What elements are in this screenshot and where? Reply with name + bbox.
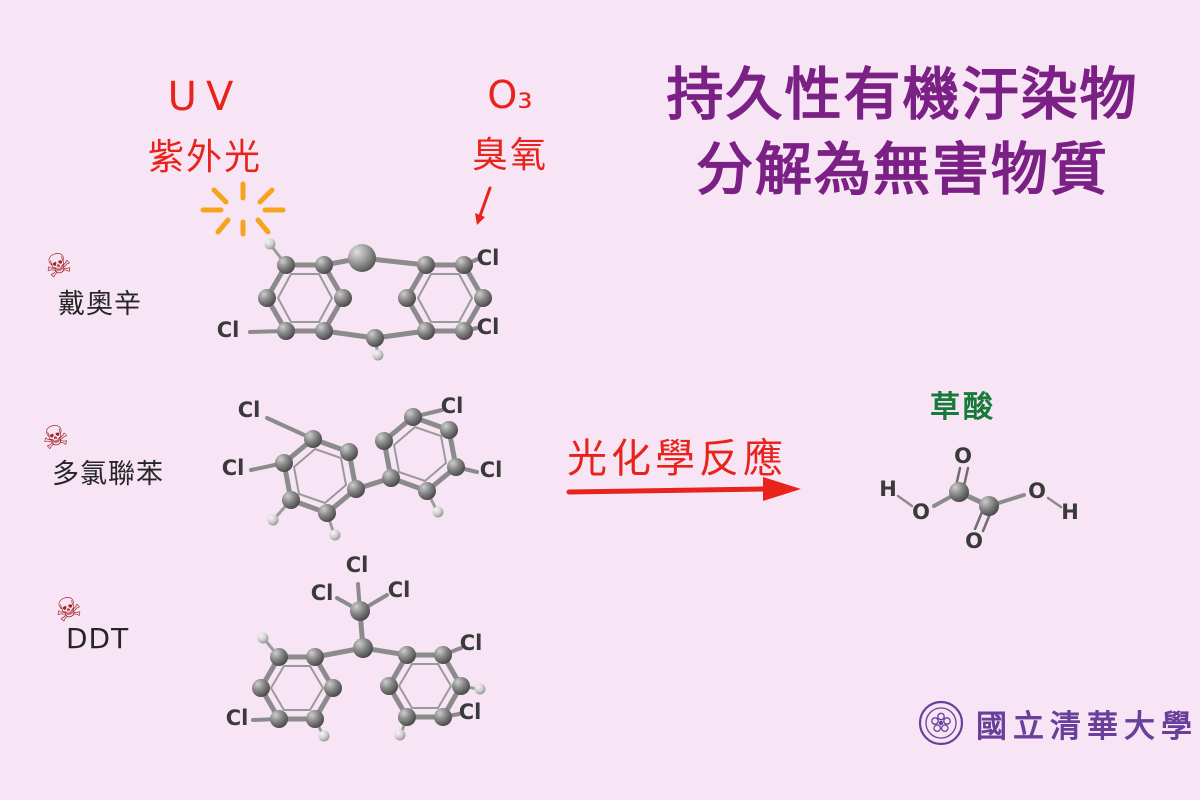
page-title: 持久性有機汙染物 分解為無害物質 [615,58,1190,208]
cl-label: Cl [441,394,464,418]
dioxin-molecule: Cl Cl Cl [217,238,500,361]
pcb-molecule: Cl Cl Cl Cl [222,394,503,541]
cl-label: Cl [477,315,500,339]
ozone-name-text: 臭氧 [471,134,548,176]
pollutant-name-dioxin: 戴奧辛 [58,289,142,320]
ozone-formula-text: O₃ [487,73,533,117]
uv-name-text: 紫外光 [147,137,262,178]
cl-label: Cl [217,318,240,342]
cl-label: Cl [388,578,411,602]
skull-glyph: ☠ [39,244,78,287]
university-logo: 國立清華大學 [918,700,1198,746]
uv-label: UV 紫外光 [140,76,270,180]
page-title-line1: 持久性有機汙染物 [666,62,1139,128]
cl-label: Cl [311,581,334,605]
ozone-label: O₃ 臭氧 [455,73,565,178]
cl-label: Cl [222,456,245,480]
cl-label: Cl [460,631,483,655]
hydrogen-label: H [1061,500,1079,524]
skull-icon: ☠ [40,244,77,286]
uv-abbr-text: UV [167,74,243,120]
hydrogen-label: H [879,477,897,501]
sun-rays-icon [200,181,286,237]
oxygen-label: O [954,444,972,468]
university-seal-icon [918,700,964,746]
pollutant-name-pcb: 多氯聯苯 [52,459,164,490]
ozone-arrow-icon [475,186,492,225]
product-name: 草酸 [930,390,996,425]
cl-label: Cl [480,458,503,482]
cl-label: Cl [238,398,261,422]
cl-label: Cl [226,706,249,730]
reaction-arrow-icon [566,477,801,501]
oxygen-label: O [1028,479,1046,503]
oxygen-label: O [912,500,930,524]
ddt-molecule: Cl Cl Cl Cl Cl Cl [226,553,486,742]
university-name: 國立清華大學 [976,708,1198,745]
oxalic-acid-molecule: O O O O H H [879,444,1079,553]
page-title-line2: 分解為無害物質 [696,137,1109,204]
reaction-label: 光化學反應 [567,436,787,482]
pollutant-name-ddt: DDT [66,622,130,655]
cl-label: Cl [459,700,482,724]
cl-label: Cl [346,553,369,577]
oxygen-label: O [965,529,983,553]
cl-label: Cl [477,246,500,270]
